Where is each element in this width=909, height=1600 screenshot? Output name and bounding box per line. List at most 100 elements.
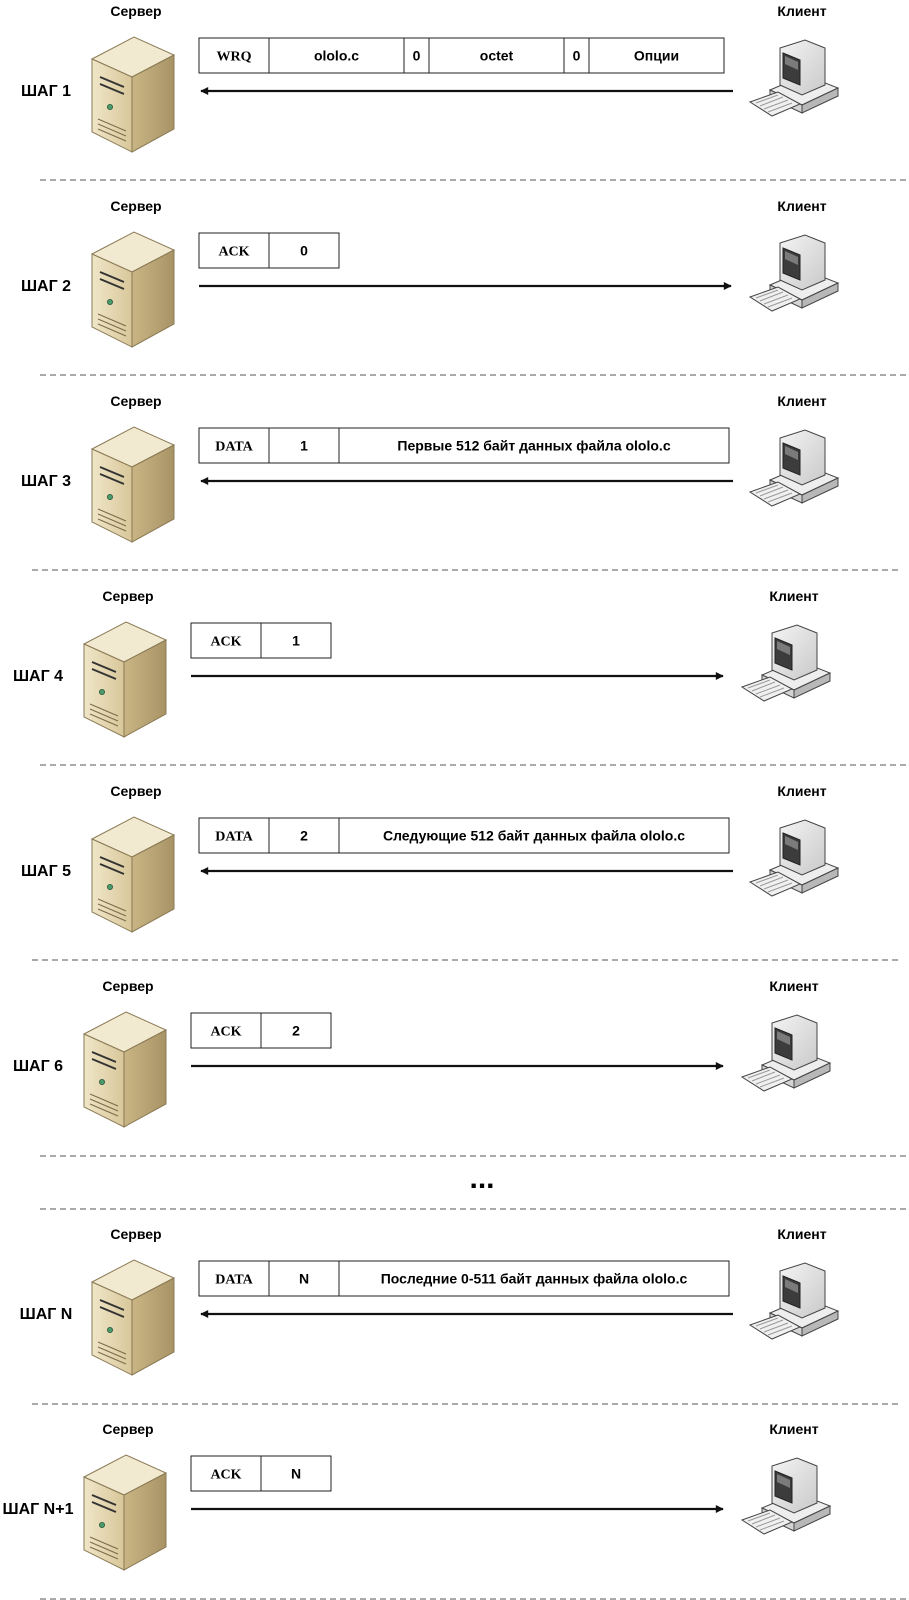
server-drive-bays xyxy=(99,1299,125,1318)
pc-screen-glare xyxy=(777,1474,790,1488)
packet-field-value: octet xyxy=(480,48,514,64)
packet-field xyxy=(338,1260,730,1297)
packet-field xyxy=(403,37,430,74)
packet-field xyxy=(268,232,340,269)
server-drive-bays xyxy=(91,1494,117,1513)
server-side xyxy=(131,444,175,543)
server-drive-bays xyxy=(99,271,125,290)
server-side xyxy=(131,54,175,153)
server-side xyxy=(131,1277,175,1376)
pc-base-side xyxy=(801,867,839,894)
computer-icon xyxy=(740,624,832,702)
server-side xyxy=(131,834,175,933)
computer-icon xyxy=(748,429,840,507)
packet-field xyxy=(198,37,270,74)
step-label: ШАГ 4 xyxy=(13,668,63,685)
packet-field xyxy=(260,1455,332,1492)
pc-keyboard-keys xyxy=(747,1069,785,1088)
server-side xyxy=(123,1472,167,1571)
server-drive-bays xyxy=(99,76,125,95)
server-icon xyxy=(90,36,176,153)
packet-field xyxy=(338,817,730,854)
pc-base-side xyxy=(793,672,831,699)
server-label: Сервер xyxy=(110,1226,161,1242)
step-label: ШАГ 5 xyxy=(21,863,71,880)
packet-field xyxy=(198,1260,270,1297)
pc-screen-glare xyxy=(785,836,798,850)
packet-field xyxy=(268,37,405,74)
server-label: Сервер xyxy=(110,783,161,799)
server-power-led xyxy=(107,884,114,891)
server-power-led xyxy=(99,689,106,696)
packet-field-value: 0 xyxy=(300,243,308,259)
server-power-led xyxy=(99,1079,106,1086)
client-label: Клиент xyxy=(769,978,818,994)
packet-field xyxy=(563,37,590,74)
packet-field-value: 0 xyxy=(413,48,421,64)
pc-keyboard xyxy=(740,1066,794,1092)
packet-field-value: DATA xyxy=(215,440,253,455)
pc-screen-glare xyxy=(785,251,798,265)
pc-base-side xyxy=(793,1505,831,1532)
pc-base-side xyxy=(801,87,839,114)
packet-field-value: Первые 512 байт данных файла ololo.c xyxy=(397,438,670,454)
computer-icon xyxy=(748,1262,840,1340)
pc-keyboard xyxy=(748,871,802,897)
pc-keyboard xyxy=(748,481,802,507)
packet-field-value: 1 xyxy=(292,633,300,649)
packet-field-value: N xyxy=(291,1466,301,1482)
server-icon xyxy=(82,621,168,738)
packet-field-value: ACK xyxy=(218,245,249,260)
packet-field-value: Последние 0-511 байт данных файла ololo.… xyxy=(381,1271,688,1287)
pc-keyboard-keys xyxy=(755,94,793,113)
client-label: Клиент xyxy=(777,783,826,799)
pc-screen-glare xyxy=(785,1279,798,1293)
server-icon xyxy=(90,1259,176,1376)
step-label: ШАГ 3 xyxy=(21,473,71,490)
packet-field xyxy=(190,622,262,659)
packet-field-value: 2 xyxy=(300,828,308,844)
server-vents xyxy=(89,1536,119,1560)
packet-field-value: Следующие 512 байт данных файла ololo.c xyxy=(383,828,685,844)
server-drive-bays xyxy=(99,466,125,485)
server-vents xyxy=(97,313,127,337)
server-power-led xyxy=(107,104,114,111)
server-power-led xyxy=(99,1522,106,1529)
pc-keyboard-keys xyxy=(747,1512,785,1531)
packet-field-value: DATA xyxy=(215,830,253,845)
client-label: Клиент xyxy=(777,393,826,409)
packet-field xyxy=(198,427,270,464)
packet-field-value: N xyxy=(299,1271,309,1287)
packet-field-value: DATA xyxy=(215,1273,253,1288)
client-label: Клиент xyxy=(777,1226,826,1242)
ellipsis-label: ... xyxy=(469,1162,494,1195)
server-icon xyxy=(90,426,176,543)
pc-keyboard-keys xyxy=(755,484,793,503)
packet-field-value: Опции xyxy=(634,48,679,64)
pc-screen-glare xyxy=(785,56,798,70)
server-drive-bays xyxy=(91,1051,117,1070)
pc-base-side xyxy=(801,477,839,504)
packet-field xyxy=(260,622,332,659)
step-label: ШАГ 6 xyxy=(13,1058,63,1075)
pc-keyboard-keys xyxy=(755,874,793,893)
pc-keyboard xyxy=(748,1314,802,1340)
server-label: Сервер xyxy=(102,588,153,604)
packet-field-value: 0 xyxy=(573,48,581,64)
packet-field xyxy=(338,427,730,464)
server-power-led xyxy=(107,298,114,305)
server-label: Сервер xyxy=(110,3,161,19)
packet-field xyxy=(268,817,340,854)
server-label: Сервер xyxy=(110,198,161,214)
pc-keyboard-keys xyxy=(747,679,785,698)
packet-field-value: WRQ xyxy=(217,50,252,65)
computer-icon xyxy=(740,1014,832,1092)
packet-field-value: ACK xyxy=(210,1025,241,1040)
server-label: Сервер xyxy=(102,978,153,994)
